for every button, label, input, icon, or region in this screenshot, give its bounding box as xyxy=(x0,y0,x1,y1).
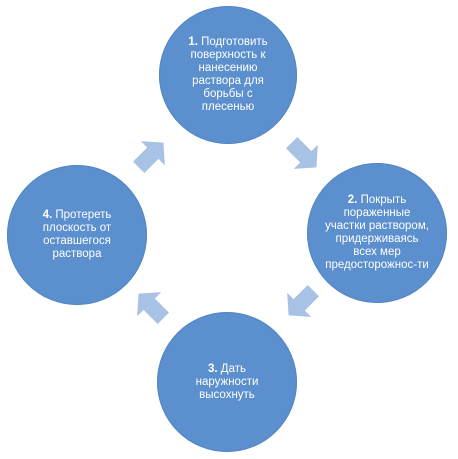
arrow-3-to-4 xyxy=(137,292,169,324)
step-3-number: 3. xyxy=(208,362,218,375)
step-2-circle: 2. Покрыть пораженные участки раствором,… xyxy=(307,163,447,303)
step-2-number: 2. xyxy=(347,194,358,206)
arrow-4-to-1 xyxy=(133,141,165,173)
arrow-1-to-2 xyxy=(286,137,318,169)
step-2-label: 2. Покрыть пораженные участки раствором,… xyxy=(325,194,429,272)
step-3-label: 3. Дать наружности высохнуть xyxy=(182,363,272,402)
step-1-circle: 1. Подготовить поверхность к нанесению р… xyxy=(159,6,297,144)
step-3-circle: 3. Дать наружности высохнуть xyxy=(157,312,297,452)
arrow-2-to-3 xyxy=(287,285,319,317)
step-4-text: Протереть плоскость от оставшегося раств… xyxy=(42,209,112,260)
step-3-text: Дать наружности высохнуть xyxy=(195,362,259,401)
step-2-text: Покрыть пораженные участки раствором, пр… xyxy=(325,194,429,271)
step-1-label: 1. Подготовить поверхность к нанесению р… xyxy=(179,36,277,114)
step-1-text: Подготовить поверхность к нанесению раст… xyxy=(190,36,268,113)
step-4-circle: 4. Протереть плоскость от оставшегося ра… xyxy=(7,165,147,305)
step-4-label: 4. Протереть плоскость от оставшегося ра… xyxy=(25,209,129,261)
step-1-number: 1. xyxy=(188,36,198,48)
step-4-number: 4. xyxy=(42,209,53,221)
